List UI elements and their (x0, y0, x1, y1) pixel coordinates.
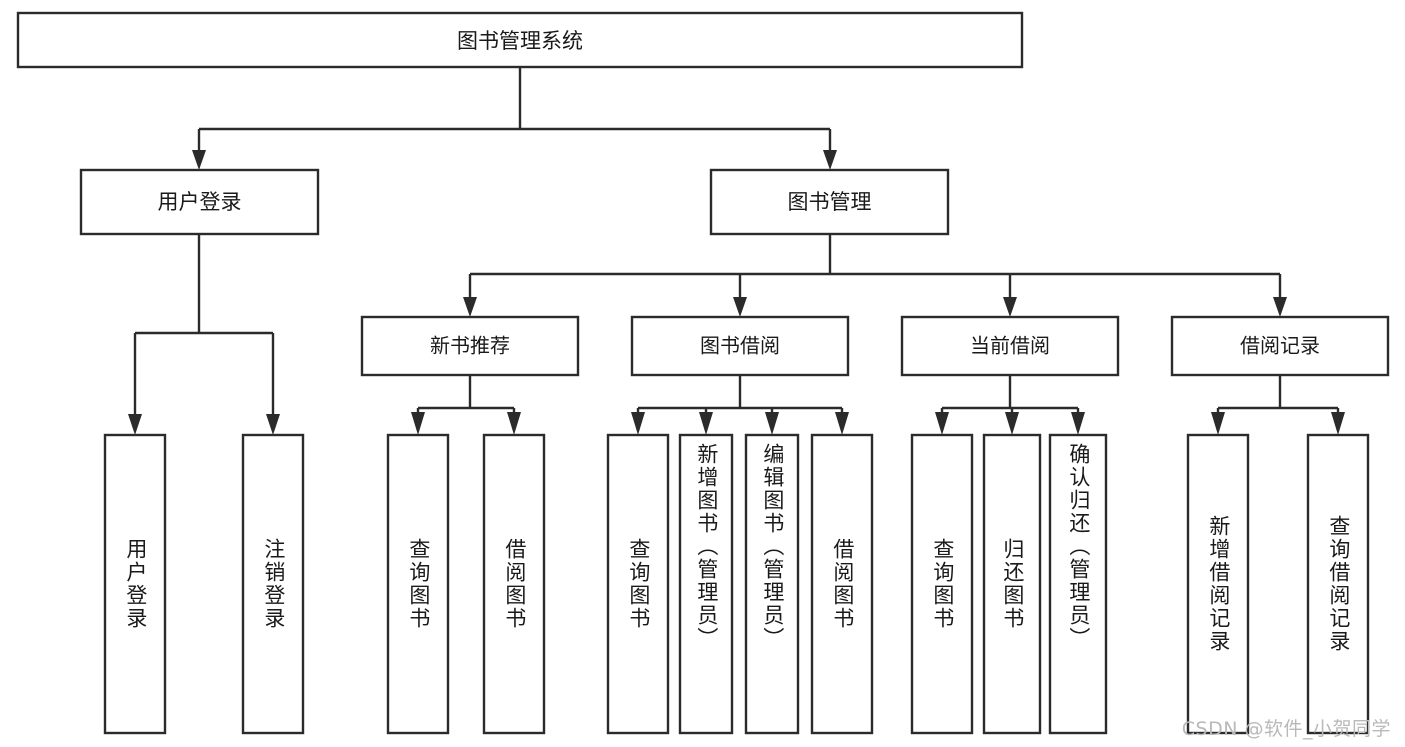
arrow-head-user-login (192, 150, 206, 170)
node-user-login-box[interactable] (79, 168, 320, 236)
arrow-head-leaf-user-login (128, 414, 142, 435)
leaf-box-query-book-1[interactable] (386, 433, 450, 735)
arrow-head-book-management (823, 150, 837, 170)
leaf-box-edit-book[interactable] (744, 433, 800, 735)
node-book-management[interactable]: 图书管理 (709, 168, 950, 236)
leaf-box-user-login[interactable] (103, 433, 167, 735)
node-book-borrow-label: 图书借阅 (700, 334, 780, 358)
leaf-box-query-record[interactable] (1306, 433, 1370, 735)
connector-group-new-book-recommend (411, 375, 521, 435)
leaf-box-add-book[interactable] (678, 433, 734, 735)
arrow-head-leaf-logout (266, 414, 280, 435)
leaf-box-borrow-book-1[interactable] (482, 433, 546, 735)
node-borrow-record-box[interactable] (1170, 315, 1390, 377)
connector-group-book-management (463, 234, 1287, 317)
node-current-borrow-box[interactable] (900, 315, 1120, 377)
node-root[interactable]: 图书管理系统 (16, 11, 1024, 69)
arrow-head-leaf-confirm-return (1071, 412, 1085, 435)
arrow-head-new-book-recommend (463, 297, 477, 317)
arrow-head-leaf-edit-book (765, 412, 779, 435)
node-new-book-recommend-box[interactable] (360, 315, 580, 377)
leaf-box-confirm-return[interactable] (1048, 433, 1108, 735)
arrow-head-leaf-query-record (1331, 412, 1345, 435)
arrow-head-current-borrow (1003, 297, 1017, 317)
leaf-box-borrow-book-2[interactable] (810, 433, 874, 735)
arrow-head-leaf-return-book (1005, 412, 1019, 435)
node-new-book-recommend-label: 新书推荐 (430, 334, 510, 358)
node-current-borrow[interactable]: 当前借阅 (900, 315, 1120, 377)
leaf-box-query-book-2[interactable] (606, 433, 670, 735)
leaf-boxes (103, 433, 1370, 735)
arrow-head-leaf-borrow-book-2 (835, 412, 849, 435)
arrow-head-leaf-query-book-3 (935, 412, 949, 435)
arrow-head-leaf-borrow-book-1 (507, 412, 521, 435)
node-book-borrow-box[interactable] (630, 315, 850, 377)
node-root-box[interactable] (16, 11, 1024, 69)
node-book-management-label: 图书管理 (788, 190, 872, 214)
node-current-borrow-label: 当前借阅 (970, 334, 1050, 358)
connector-group-current-borrow (935, 375, 1085, 435)
arrow-head-leaf-add-book (699, 412, 713, 435)
leaf-box-query-book-3[interactable] (910, 433, 974, 735)
connector-group-borrow-record (1211, 375, 1345, 435)
arrow-head-leaf-query-book-2 (631, 412, 645, 435)
node-borrow-record-label: 借阅记录 (1240, 334, 1320, 358)
node-root-label: 图书管理系统 (457, 29, 583, 53)
connector-group-root (192, 67, 837, 170)
leaf-box-logout[interactable] (241, 433, 305, 735)
leaf-box-return-book[interactable] (982, 433, 1042, 735)
leaf-box-add-record[interactable] (1186, 433, 1250, 735)
connector-group-book-borrow (631, 375, 849, 435)
csdn-watermark: CSDN @软件_小贺同学 (1181, 718, 1391, 740)
node-book-management-box[interactable] (709, 168, 950, 236)
arrow-head-leaf-add-record (1211, 412, 1225, 435)
node-user-login-label: 用户登录 (158, 190, 242, 214)
node-new-book-recommend[interactable]: 新书推荐 (360, 315, 580, 377)
arrow-head-leaf-query-book-1 (411, 412, 425, 435)
connector-group-user-login (128, 234, 280, 435)
node-user-login[interactable]: 用户登录 (79, 168, 320, 236)
node-borrow-record[interactable]: 借阅记录 (1170, 315, 1390, 377)
arrow-head-book-borrow (733, 297, 747, 317)
node-book-borrow[interactable]: 图书借阅 (630, 315, 850, 377)
arrow-head-borrow-record (1273, 297, 1287, 317)
